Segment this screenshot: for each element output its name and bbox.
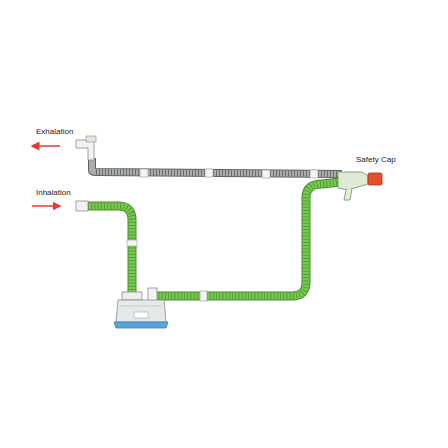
exhalation-tube [76,136,342,178]
inhalation-tube [76,201,137,292]
patient-tube [148,182,340,302]
port-label: Exhalation [36,128,73,136]
exhalation-arrow [32,145,60,147]
y-piece [338,172,382,200]
port-label: Inhalation [36,189,71,197]
part-label: Safety Cap [356,156,396,164]
safety-cap [368,173,382,185]
inhalation-arrow [32,205,60,207]
humidifier-chamber [114,292,168,328]
